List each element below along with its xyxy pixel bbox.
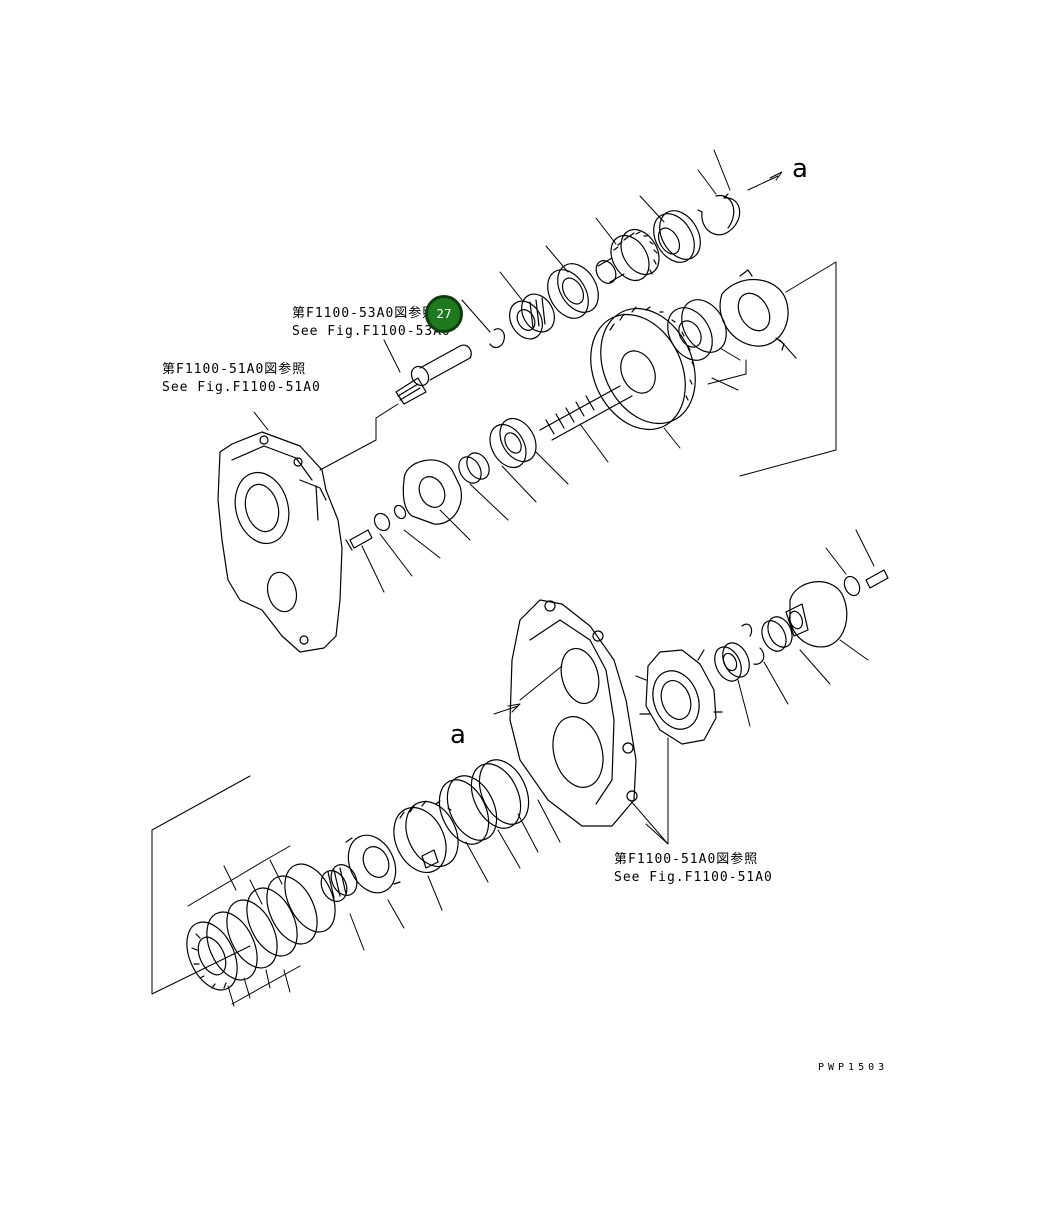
drawing-code: PWP1503 (818, 1062, 889, 1073)
output-gear-part (539, 306, 696, 441)
sleeve-part (509, 293, 555, 340)
bearing-part (714, 642, 750, 682)
clutch-disc-pack-part (186, 863, 336, 991)
bolt-part (865, 569, 889, 589)
cover-plate-part (402, 459, 462, 525)
ring-part (761, 616, 793, 652)
washer-part (843, 575, 861, 597)
connector-label-a-bottom: a (450, 720, 466, 750)
leader-lines (253, 149, 837, 593)
washer-part (373, 504, 407, 532)
snap-ring-small-part (489, 328, 505, 349)
ref-f1100-51a0-top-jp: 第F1100-51A0図参照 (162, 362, 307, 377)
ref-f1100-51a0-top-en: See Fig.F1100-51A0 (162, 380, 321, 395)
ref-f1100-53a0-jp: 第F1100-53A0図参照 (292, 306, 437, 321)
clutch-hub-part (393, 800, 459, 874)
small-gear-part (595, 228, 660, 284)
flange-housing-part (635, 649, 723, 745)
bearing-part (489, 417, 537, 469)
ring-part (458, 452, 490, 484)
piston-rings-part (438, 759, 530, 845)
connector-label-a-top: a (792, 154, 808, 184)
bolt-part (345, 529, 373, 551)
ref-f1100-51a0-bottom-en: See Fig.F1100-51A0 (614, 870, 773, 885)
upper-case-housing-part (217, 431, 343, 653)
lower-case-housing-part (509, 599, 638, 827)
snap-ring-part (697, 193, 741, 236)
leader-lines (151, 775, 561, 1007)
ref-f1100-53a0-en: See Fig.F1100-53A0 (292, 324, 451, 339)
bearing-part (653, 210, 701, 263)
leader-lines (493, 529, 875, 845)
thrust-plate-part (345, 834, 401, 894)
callout-marker-27[interactable]: 27 (425, 295, 463, 333)
needle-bearing-part (320, 864, 358, 902)
retainer-plate-part (719, 269, 789, 351)
ref-f1100-51a0-bottom-jp: 第F1100-51A0図参照 (614, 852, 759, 867)
shim-part (667, 299, 727, 361)
snap-ring-part (741, 623, 765, 665)
spline-shaft-part (395, 344, 472, 405)
bearing-part (547, 263, 599, 319)
end-flange-part (785, 581, 848, 648)
